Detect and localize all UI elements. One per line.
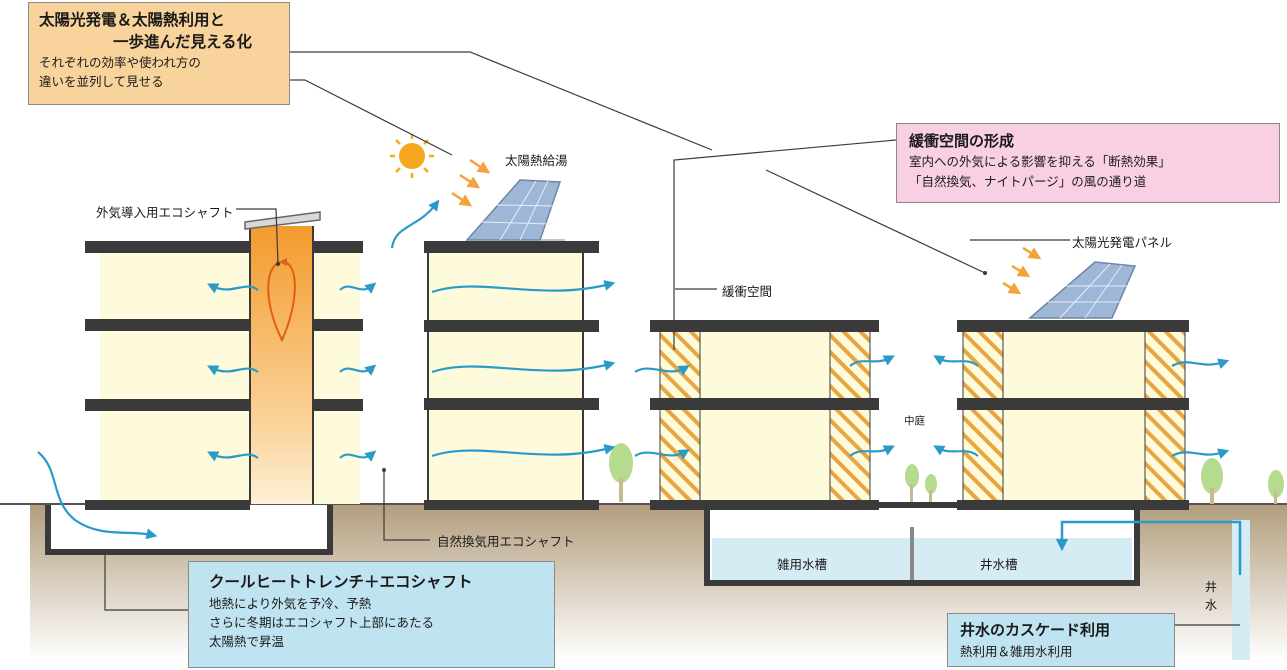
- leader-lines: [104, 51, 1240, 626]
- solar-panel-icon: [465, 179, 565, 241]
- label-well-char-2: 水: [1205, 598, 1218, 612]
- callout-well-title: 井水のカスケード利用: [960, 621, 1111, 639]
- label-well-char-1: 井: [1205, 580, 1218, 594]
- label-misc-water-tank: 雑用水槽: [777, 557, 828, 572]
- callout-trench-sub-3: 太陽熱で昇温: [209, 634, 285, 649]
- tree-icon: [609, 443, 1284, 504]
- label-intake-eco-shaft: 外気導入用エコシャフト: [96, 205, 234, 220]
- callout-solar-sub-2: 違いを並列して見せる: [39, 74, 164, 89]
- sunlight-ray-icon: [451, 158, 1042, 295]
- callout-trench-sub-2: さらに冬期はエコシャフト上部にあたる: [209, 615, 435, 630]
- building-c: [650, 320, 879, 510]
- callout-trench-title: クールヒートトレンチ＋エコシャフト: [209, 573, 473, 591]
- callout-solar-title-2: 一歩進んだ見える化: [113, 33, 253, 51]
- callout-trench: クールヒートトレンチ＋エコシャフト 地熱により外気を予冷、予熱 さらに冬期はエコ…: [188, 561, 555, 668]
- label-pv-panel: 太陽光発電パネル: [1072, 235, 1173, 250]
- callout-buffer-sub-1: 室内への外気による影響を抑える「断熱効果」: [909, 154, 1171, 169]
- air-flow-arrow-icon: [37, 199, 1230, 540]
- label-buffer-space: 緩衝空間: [722, 284, 773, 299]
- callout-well: 井水のカスケード利用 熱利用＆雑用水利用: [947, 613, 1175, 667]
- callout-trench-sub-1: 地熱により外気を予冷、予熱: [209, 596, 372, 611]
- water-pipe: [1055, 520, 1242, 575]
- callout-buffer: 緩衝空間の形成 室内への外気による影響を抑える「断熱効果」 「自然換気、ナイトパ…: [896, 123, 1280, 203]
- callout-well-sub: 熱利用＆雑用水利用: [960, 644, 1073, 659]
- callout-solar-title-1: 太陽光発電＆太陽熱利用と: [39, 11, 226, 29]
- building-d: [957, 320, 1189, 510]
- building-a: [85, 211, 363, 510]
- solar-panel-icon: [1027, 261, 1137, 319]
- label-natural-vent-shaft: 自然換気用エコシャフト: [437, 534, 575, 549]
- callout-solar-sub-1: それぞれの効率や使われ方の: [39, 55, 201, 70]
- sun-icon: [390, 134, 434, 178]
- label-courtyard: 中庭: [904, 415, 925, 427]
- callout-buffer-sub-2: 「自然換気、ナイトパージ」の風の通り道: [909, 174, 1147, 189]
- building-b: [424, 241, 599, 510]
- label-solar-hot-water: 太陽熱給湯: [505, 153, 568, 168]
- label-well-water-tank: 井水槽: [980, 557, 1018, 572]
- callout-buffer-title: 緩衝空間の形成: [909, 132, 1015, 150]
- callout-solar: 太陽光発電＆太陽熱利用と 一歩進んだ見える化 それぞれの効率や使われ方の 違いを…: [28, 2, 290, 105]
